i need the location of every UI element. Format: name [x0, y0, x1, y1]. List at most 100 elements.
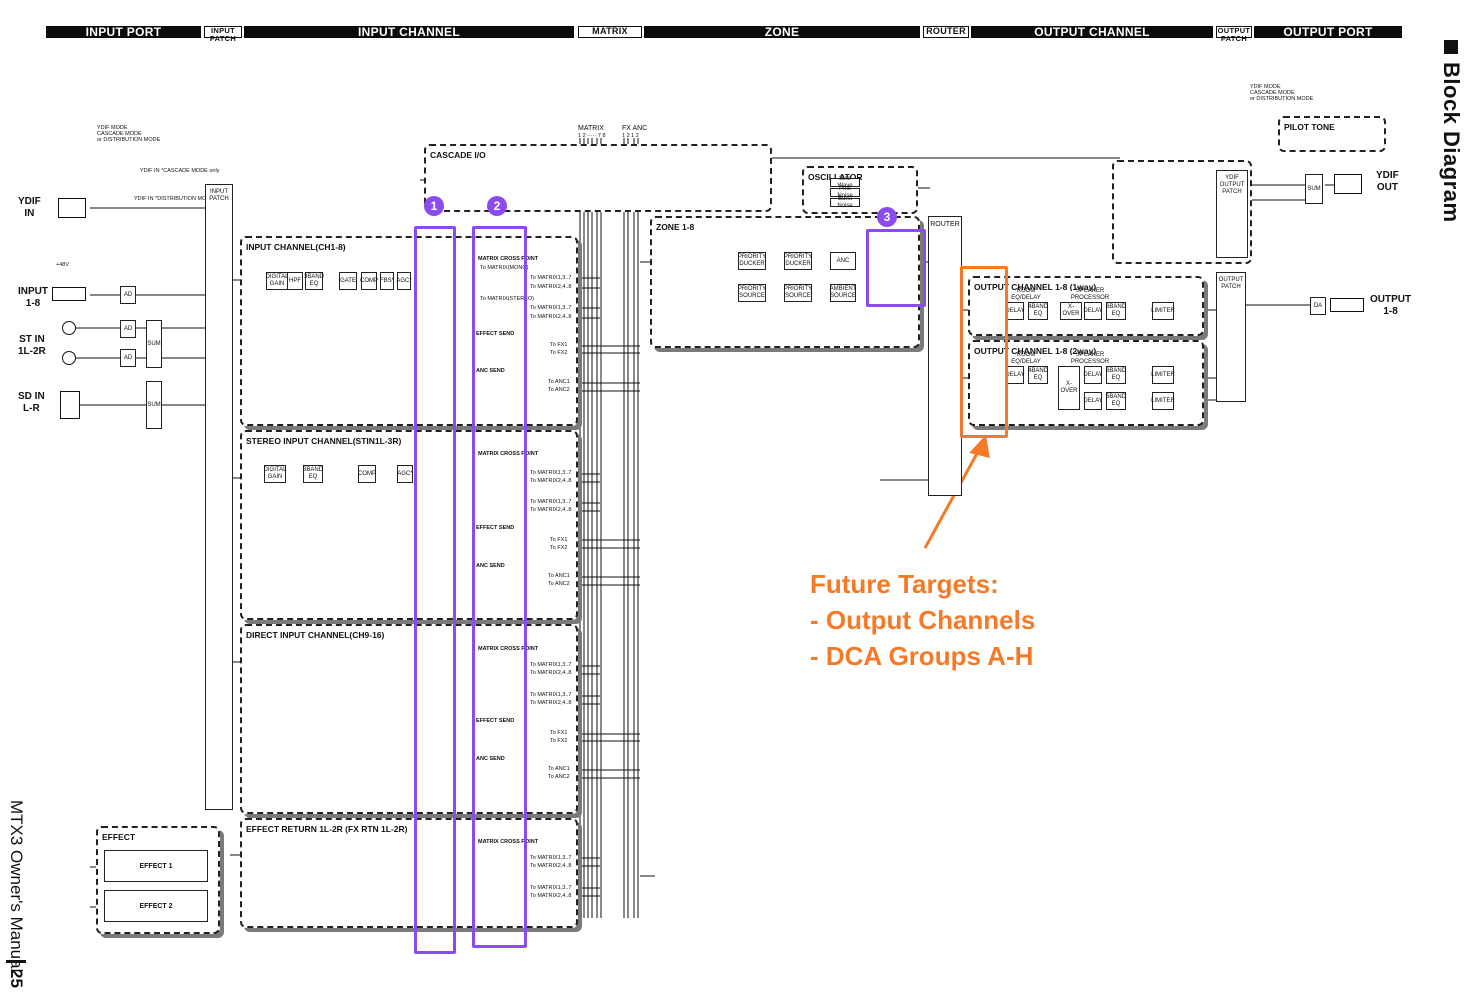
da-block: DA: [1310, 297, 1326, 315]
to-matrix-2468-b: To MATRIX2,4..8: [530, 314, 572, 320]
st-agc-block: AGC*: [397, 465, 413, 483]
router-block: ROUTER: [928, 216, 962, 496]
sd-card-icon: [60, 391, 80, 419]
badge-3: 3: [877, 207, 897, 227]
anc-send-label-2: ANC SEND: [476, 563, 505, 569]
delay-block-2b: DELAY: [1083, 392, 1103, 410]
priority-ducker-2: PRIORITY DUCKER: [784, 252, 812, 270]
rca-jack-icon-1: [62, 321, 76, 335]
delay-block-1: DELAY: [1005, 302, 1025, 320]
to-anc1-a: To ANC1: [548, 379, 570, 385]
anc-send-label-3: ANC SEND: [476, 756, 505, 762]
xover-block-1: X-OVER: [1060, 302, 1082, 320]
direct-input-title: DIRECT INPUT CHANNEL(CH9-16): [246, 630, 385, 640]
output-patch-block: OUTPUT PATCH: [1216, 272, 1246, 402]
header-input-patch: INPUT PATCH: [204, 26, 242, 43]
to-anc2-b: To ANC2: [548, 581, 570, 587]
ydif-out-label: YDIF OUT: [1376, 170, 1399, 193]
zone-panel: ZONE 1-8: [650, 216, 920, 348]
effect-send-label-2: EFFECT SEND: [476, 525, 515, 531]
ad-block-input: AD: [120, 286, 136, 304]
badge-1: 1: [424, 196, 444, 216]
to-matrix-1357-c: To MATRIX1,3..7: [530, 470, 572, 476]
input-channel-title: INPUT CHANNEL(CH1-8): [246, 242, 346, 252]
to-fx2-c: To FX2: [550, 738, 568, 744]
to-anc1-b: To ANC1: [548, 573, 570, 579]
eq4-block-1: 4BAND EQ: [1028, 302, 1048, 320]
pink-noise-block: Pink Noise: [830, 186, 860, 199]
effect2-block: EFFECT 2: [104, 890, 208, 922]
to-fx1-c: To FX1: [550, 730, 568, 736]
speaker-processor-label-1: SPEAKER PROCESSOR: [1060, 288, 1120, 301]
page-title-text: Block Diagram: [1439, 62, 1464, 223]
to-fx2-b: To FX2: [550, 545, 568, 551]
output-connector: [1330, 298, 1364, 312]
st-eq3-block: 3BAND EQ: [303, 465, 323, 483]
effect-send-label-3: EFFECT SEND: [476, 718, 515, 724]
to-matrix-1357-a: To MATRIX1,3..7: [530, 275, 572, 281]
matrix-cross-label-4: MATRIX CROSS POINT: [478, 839, 539, 845]
fx-anc-bus-nums: 1 2 1 2: [622, 133, 639, 139]
fx-anc-bus-label: FX ANC: [622, 125, 648, 132]
to-anc2-c: To ANC2: [548, 774, 570, 780]
rca-jack-icon-2: [62, 351, 76, 365]
burst-noise-block: Burst Noise: [830, 196, 860, 209]
input-xlr-connector: [52, 287, 86, 301]
matrix-bus-nums: 1 2 ····· 7 8: [578, 133, 606, 139]
eq6-block-2b: 6BAND EQ: [1106, 392, 1126, 410]
effect-title: EFFECT: [102, 832, 136, 842]
direct-input-panel: DIRECT INPUT CHANNEL(CH9-16): [240, 624, 578, 814]
header-input-port: INPUT PORT: [46, 26, 201, 38]
cascade-io-title: CASCADE I/O: [430, 150, 486, 160]
zone-title: ZONE 1-8: [656, 222, 695, 232]
anc-block: ANC: [830, 252, 856, 270]
delay-block-2: DELAY: [1005, 366, 1025, 384]
to-matrix-1357-d: To MATRIX1,3..7: [530, 499, 572, 505]
to-matrix-1357-f: To MATRIX1,3..7: [530, 692, 572, 698]
callout-title: Future Targets:: [810, 569, 999, 599]
sum-block-out: SUM: [1305, 174, 1323, 204]
to-fx1-a: To FX1: [550, 342, 568, 348]
eq6-block-1: 6BAND EQ: [1106, 302, 1126, 320]
priority-source-2: PRIORITY SOURCE: [784, 284, 812, 302]
effect-return-panel: EFFECT RETURN 1L-2R (FX RTN 1L-2R): [240, 818, 578, 928]
ad-block-st2: AD: [120, 349, 136, 367]
matrix-cross-label-1: MATRIX CROSS POINT: [478, 256, 539, 262]
ad-block-st1: AD: [120, 320, 136, 338]
callout-item-output-channels: - Output Channels: [810, 605, 1036, 635]
phantom-label: +48V: [56, 262, 69, 268]
highlight-send-column: [472, 226, 527, 948]
header-router: ROUTER: [923, 26, 969, 38]
ydif-mode-label: YDIF MODE CASCADE MODE or DISTRIBUTION M…: [97, 125, 161, 143]
sum-block-sd: SUM: [146, 381, 162, 429]
stereo-input-title: STEREO INPUT CHANNEL(STIN1L-3R): [246, 436, 402, 446]
effect1-block: EFFECT 1: [104, 850, 208, 882]
digital-gain-block: DIGITAL GAIN: [266, 272, 288, 290]
delay-block-2a: DELAY: [1083, 366, 1103, 384]
ydif-in-dist-label: YDIF IN *DISTRIBUTION MODE only: [134, 196, 226, 202]
room-eq-delay-label-1: ROOM EQ/DELAY: [1004, 288, 1048, 301]
page-title: Block Diagram: [1438, 40, 1464, 223]
callout-future-targets: Future Targets: - Output Channels - DCA …: [810, 566, 1035, 674]
to-fx2-a: To FX2: [550, 350, 568, 356]
square-icon: [1444, 40, 1458, 54]
st-in-label: ST IN 1L-2R: [18, 334, 46, 357]
limiter-block-2a: LIMITER: [1151, 366, 1175, 384]
page-number: 25: [6, 960, 26, 988]
eq3-block: 3BAND EQ: [304, 272, 324, 290]
matrix-cross-label-3: MATRIX CROSS POINT: [478, 646, 539, 652]
to-matrix-2468-f: To MATRIX2,4..8: [530, 700, 572, 706]
to-matrix-2468-h: To MATRIX2,4..8: [530, 893, 572, 899]
header-matrix: MATRIX: [578, 26, 642, 38]
header-output-patch: OUTPUT PATCH: [1216, 26, 1252, 43]
header-output-port: OUTPUT PORT: [1254, 26, 1402, 38]
priority-source-1: PRIORITY SOURCE: [738, 284, 766, 302]
header-zone: ZONE: [644, 26, 920, 38]
to-matrix-stereo-1: To MATRIX(STEREO): [480, 296, 534, 302]
oscillator-title: OSCILLATOR: [808, 172, 863, 182]
to-matrix-2468-a: To MATRIX2,4..8: [530, 284, 572, 290]
effect-return-title: EFFECT RETURN 1L-2R (FX RTN 1L-2R): [246, 824, 408, 834]
st-comp-block: COMP: [358, 465, 376, 483]
st-digital-gain-block: DIGITAL GAIN: [264, 465, 286, 483]
eq6-block-2a: 6BAND EQ: [1106, 366, 1126, 384]
